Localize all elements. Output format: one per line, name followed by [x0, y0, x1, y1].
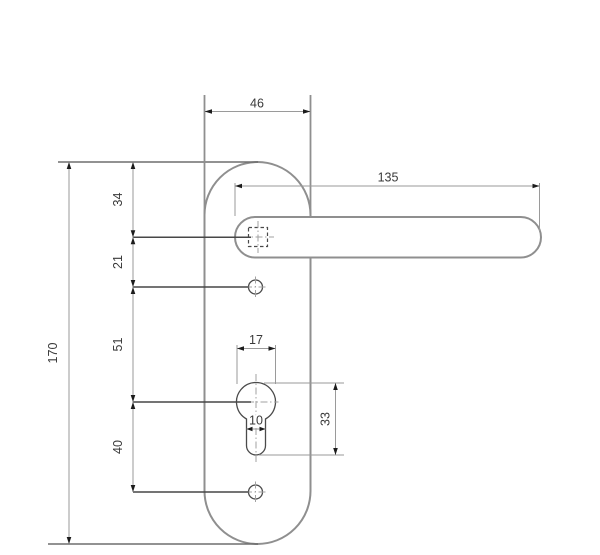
dim-label-21: 21 [111, 255, 125, 269]
arrowhead-top-screw-up [130, 280, 136, 287]
arrowhead-bottom [333, 448, 338, 455]
dim-label-17: 17 [249, 333, 263, 347]
dim-label-46: 46 [250, 97, 264, 111]
dimension-cylinder-height: 33 [259, 382, 344, 456]
arrowhead-top [66, 162, 72, 169]
lever-handle [234, 216, 542, 259]
arrowhead-top-screw-down [130, 287, 136, 294]
arrowhead-cylinder-down [130, 402, 136, 409]
dim-label-34: 34 [111, 193, 125, 207]
dimension-plate-width: 46 [203, 95, 312, 214]
dim-label-51: 51 [111, 338, 125, 352]
arrowhead-cylinder-up [130, 395, 136, 402]
arrowhead-right [268, 346, 276, 351]
dimension-cylinder-diameter: 17 [236, 333, 276, 384]
dimension-plate-height: 170 [46, 162, 72, 544]
arrowhead-handle-axis-up [130, 230, 136, 238]
handle-outline [234, 216, 542, 259]
arrowhead-left [235, 183, 242, 189]
arrowhead-left [246, 426, 253, 432]
dim-label-170: 170 [46, 343, 60, 364]
dimension-keyway-width: 10 [246, 412, 266, 432]
backplate-outline [203, 161, 312, 545]
arrowhead-right [532, 183, 540, 189]
arrowhead-left [204, 109, 212, 114]
arrowhead-right [303, 109, 311, 114]
reference-lines [48, 161, 258, 545]
dim-label-33: 33 [319, 412, 333, 426]
keyhole-outline [235, 381, 277, 456]
dimension-chain-left: 34 21 51 40 [111, 162, 136, 492]
dim-label-40: 40 [111, 440, 125, 454]
arrowhead-handle-axis-down [130, 237, 136, 245]
dim-label-10: 10 [249, 414, 263, 428]
arrowhead-bottom [130, 485, 136, 492]
arrowhead-right [259, 426, 266, 432]
euro-cylinder-keyhole [233, 374, 279, 463]
arrowhead-top [333, 383, 338, 390]
arrowhead-top [130, 162, 136, 169]
backplate [203, 161, 312, 545]
arrowhead-bottom [66, 537, 72, 544]
arrowhead-left [237, 346, 244, 351]
dim-label-135: 135 [378, 171, 399, 185]
dimension-handle-length: 135 [234, 171, 540, 232]
